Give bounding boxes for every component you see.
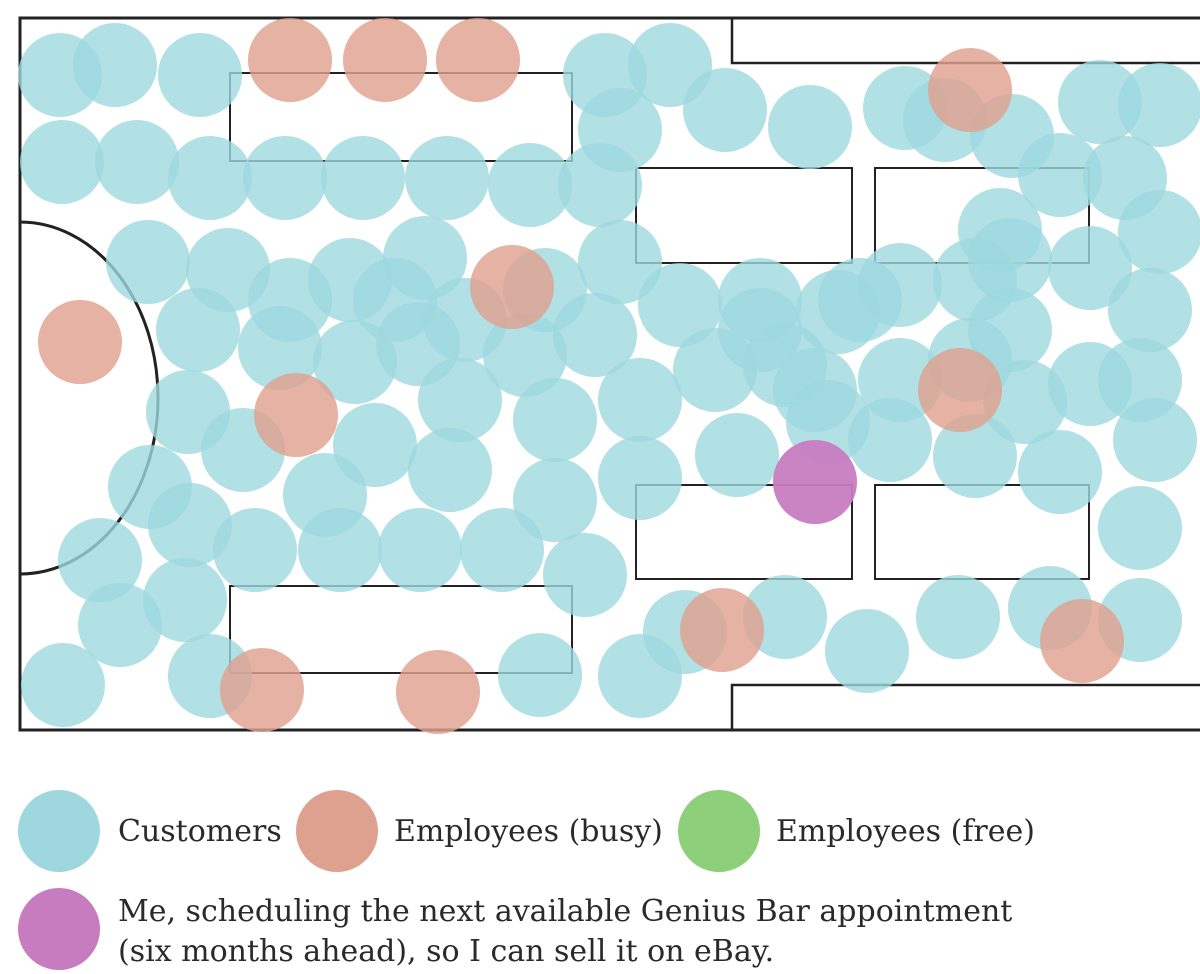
employee-busy-dot [38, 300, 122, 384]
customer-dot [848, 398, 932, 482]
customer-dot [148, 483, 232, 567]
legend-customers-dot [18, 790, 100, 872]
customer-dot [818, 258, 902, 342]
customer-dot [718, 288, 802, 372]
legend-employees-free-label: Employees (free) [776, 814, 1035, 849]
customer-dot [313, 320, 397, 404]
employee-busy-dot [928, 48, 1012, 132]
customer-dot [156, 288, 240, 372]
customer-dot [248, 258, 332, 342]
customer-dot [1098, 338, 1182, 422]
customer-dot [21, 643, 105, 727]
customer-dot [106, 220, 190, 304]
customer-dot [825, 609, 909, 693]
customer-dot [95, 120, 179, 204]
customer-dot [933, 414, 1017, 498]
customer-dot [683, 68, 767, 152]
customer-dot [143, 558, 227, 642]
customer-dot [1058, 60, 1142, 144]
customer-dot [1098, 486, 1182, 570]
customer-dot [408, 428, 492, 512]
customer-dot [168, 136, 252, 220]
customer-dot [20, 120, 104, 204]
employee-busy-dot [918, 348, 1002, 432]
customer-dot [460, 508, 544, 592]
table-mid-left [635, 167, 853, 264]
customer-dot [1048, 226, 1132, 310]
employee-busy-dot [436, 18, 520, 102]
customer-dot [418, 358, 502, 442]
customer-dot [598, 358, 682, 442]
legend-me-line2: (six months ahead), so I can sell it on … [118, 934, 775, 969]
customer-dot [378, 508, 462, 592]
customer-dot [598, 436, 682, 520]
customer-dot [1108, 268, 1192, 352]
customer-dot [73, 23, 157, 107]
wall-bottom-right [730, 683, 1200, 730]
customer-dot [498, 633, 582, 717]
customer-dot [353, 258, 437, 342]
employee-busy-dot [220, 648, 304, 732]
employee-busy-dot [470, 245, 554, 329]
customer-dot [743, 575, 827, 659]
customer-dot [773, 348, 857, 432]
legend-employees-free-dot [678, 790, 760, 872]
customer-dot [1018, 430, 1102, 514]
customer-dot [78, 583, 162, 667]
customer-dot [1018, 133, 1102, 217]
customer-dot [983, 360, 1067, 444]
customer-dot [695, 413, 779, 497]
employee-busy-dot [254, 373, 338, 457]
legend-me-dot [18, 888, 100, 970]
customer-dot [1118, 190, 1200, 274]
employee-busy-dot [248, 18, 332, 102]
customer-dot [321, 136, 405, 220]
legend-me-line1: Me, scheduling the next available Genius… [118, 894, 1013, 929]
customer-dot [513, 378, 597, 462]
legend-employees-busy-label: Employees (busy) [394, 814, 663, 849]
wall-top-right [730, 18, 1200, 65]
customer-dot [213, 508, 297, 592]
customer-dot [405, 136, 489, 220]
employee-busy-dot [680, 588, 764, 672]
customer-dot [513, 458, 597, 542]
employee-busy-dot [343, 18, 427, 102]
customer-dot [578, 220, 662, 304]
employee-busy-dot [1040, 599, 1124, 683]
customer-dot [298, 508, 382, 592]
customer-dot [333, 403, 417, 487]
customer-dot [1118, 63, 1200, 147]
customer-dot [243, 136, 327, 220]
legend-customers-label: Customers [118, 814, 282, 849]
customer-dot [488, 143, 572, 227]
customer-dot [768, 85, 852, 169]
legend-employees-busy-dot [296, 790, 378, 872]
store-floor-diagram [18, 16, 1200, 734]
customer-dot [578, 88, 662, 172]
customer-dot [543, 533, 627, 617]
customer-dot [916, 575, 1000, 659]
customer-dot [968, 218, 1052, 302]
employee-busy-dot [396, 650, 480, 734]
me-dot [773, 440, 857, 524]
customer-dot [638, 263, 722, 347]
customer-dot [58, 518, 142, 602]
store-outline [18, 16, 1200, 732]
customer-dot [158, 33, 242, 117]
customer-dot [483, 313, 567, 397]
